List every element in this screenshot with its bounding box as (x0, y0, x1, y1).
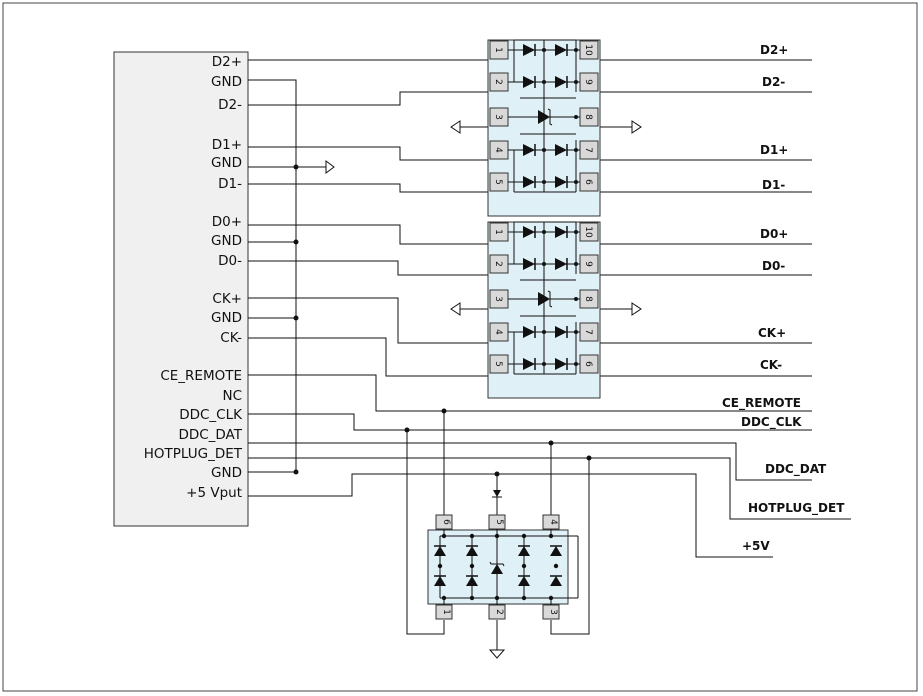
connector-pin-label: D0+ (212, 214, 242, 230)
ground-symbols (325, 120, 642, 659)
diode-icon (555, 258, 567, 270)
diode-icon (434, 576, 446, 586)
ic-pin-number: 8 (583, 114, 593, 120)
diode-icon (523, 44, 535, 56)
output-label-control: DDC_DAT (765, 462, 827, 477)
ic-pin-number: 2 (493, 261, 503, 267)
diode-icon (555, 76, 567, 88)
esd-array-middle: 1 2 3 4 5 10 9 8 7 6 (487, 221, 601, 399)
connector-pin-label: GND (211, 155, 242, 171)
connector-pin-label: GND (211, 233, 242, 249)
ic-pin-number: 10 (583, 44, 593, 56)
connector-pin-label: CK- (220, 330, 242, 346)
ic-pin-number: 2 (493, 79, 503, 85)
ic-pin-number: 8 (583, 296, 593, 302)
connector-pin-label: GND (211, 310, 242, 326)
hdmi-connector (113, 51, 249, 527)
diode-icon (523, 326, 535, 338)
diode-icon (466, 546, 478, 556)
connector-pin-label: D2+ (212, 54, 242, 70)
diode-icon (523, 144, 535, 156)
output-label-tmds: D2- (762, 75, 785, 89)
diode-icon (518, 576, 530, 586)
connector-pin-label: DDC_DAT (178, 427, 242, 443)
output-label-tmds: D1- (762, 178, 785, 192)
diode-icon (555, 176, 567, 188)
ic-pin-number: 10 (583, 226, 593, 238)
ic-pin-number: 6 (583, 361, 593, 367)
ic-pin-number: 5 (493, 361, 503, 367)
ic-pin-number: 2 (494, 609, 504, 615)
ic-pin-number: 3 (548, 609, 558, 615)
connector-pin-labels: D2+ GND D2- D1+ GND D1- D0+ GND D0- CK+ GND CK- CE_R… (144, 54, 243, 501)
ic-pin-number: 3 (493, 114, 503, 120)
diode-icon (555, 44, 567, 56)
ic-pin-number: 1 (493, 47, 503, 53)
output-label-tmds: CK- (760, 358, 782, 372)
output-label-tmds: D2+ (760, 43, 788, 57)
ic-pin-number: 4 (493, 329, 503, 335)
connector-pin-label: D1+ (212, 137, 242, 153)
ic-pin-number: 5 (493, 179, 503, 185)
ic-pin-number: 6 (441, 519, 451, 525)
diode-icon (523, 176, 535, 188)
connector-pin-label: GND (211, 74, 242, 90)
output-label-control: +5V (742, 539, 770, 553)
diode-icon (492, 490, 502, 498)
junction-dots (293, 164, 592, 477)
diode-icon (550, 576, 562, 586)
output-labels: D2+ D2- D1+ D1- D0+ D0- CK+ CK- CE_REMOTE DDC_CLK… (722, 43, 845, 553)
output-label-control: CE_REMOTE (722, 396, 801, 411)
ic-pin-number: 9 (583, 261, 593, 267)
diode-icon (434, 546, 446, 556)
diode-icon (555, 326, 567, 338)
diode-icon (466, 576, 478, 586)
diode-icon (523, 358, 535, 370)
connector-pin-label: DDC_CLK (179, 407, 243, 423)
output-label-tmds: D0- (762, 259, 785, 273)
ic-pin-number: 1 (493, 229, 503, 235)
output-label-control: HOTPLUG_DET (748, 501, 845, 516)
connector-pin-label: CK+ (212, 291, 242, 307)
wires (248, 59, 851, 650)
ic-pin-number: 7 (583, 147, 593, 153)
ic-pin-number: 3 (493, 296, 503, 302)
diode-icon (555, 226, 567, 238)
connector-pin-label: D0- (218, 253, 242, 269)
connector-pin-label: HOTPLUG_DET (144, 446, 243, 462)
connector-pin-label: +5 Vput (186, 485, 242, 501)
esd-array-bottom: 6 5 4 1 2 3 (427, 514, 579, 620)
diode-icon (523, 76, 535, 88)
output-label-tmds: D0+ (760, 227, 788, 241)
ic-pin-number: 6 (583, 179, 593, 185)
connector-pin-label: CE_REMOTE (160, 368, 242, 384)
connector-pin-label: NC (222, 388, 242, 404)
output-label-tmds: CK+ (758, 326, 786, 340)
ic-pin-number: 4 (548, 519, 558, 525)
diode-icon (555, 144, 567, 156)
ic-pin-number: 5 (494, 519, 504, 525)
diode-icon (518, 546, 530, 556)
esd-array-top: 1 2 3 4 5 10 9 8 7 6 (487, 39, 601, 217)
connector-pin-label: D1- (218, 176, 242, 192)
output-label-control: DDC_CLK (741, 415, 802, 430)
diode-icon (555, 358, 567, 370)
diode-icon (550, 546, 562, 556)
diode-icon (523, 226, 535, 238)
diode-icon (523, 258, 535, 270)
ic-pin-number: 1 (441, 609, 451, 615)
connector-pin-label: GND (211, 465, 242, 481)
output-label-tmds: D1+ (760, 143, 788, 157)
connector-pin-label: D2- (218, 97, 242, 113)
ic-pin-number: 4 (493, 147, 503, 153)
ic-pin-number: 7 (583, 329, 593, 335)
ic-pin-number: 9 (583, 79, 593, 85)
